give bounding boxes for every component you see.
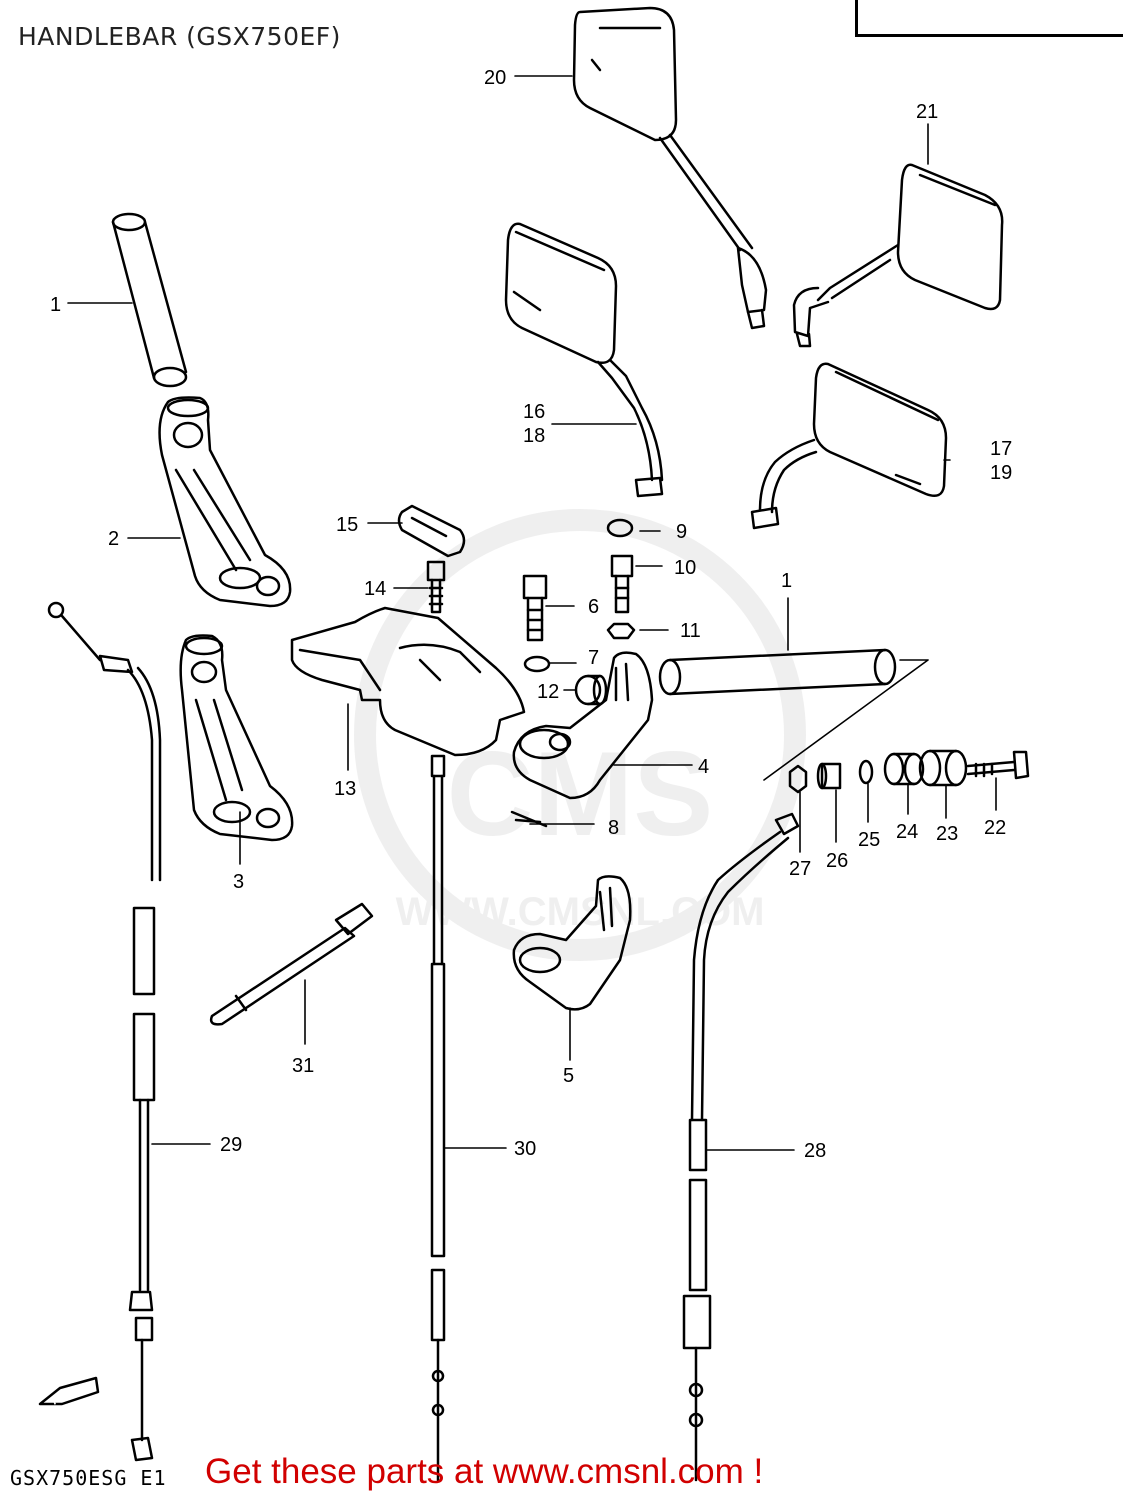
callout-2: 2: [108, 528, 119, 550]
washer-7: [523, 655, 551, 673]
callout-27: 27: [789, 858, 811, 880]
mirror-20: [572, 6, 768, 330]
callout-6: 6: [588, 596, 599, 618]
callout-20: 20: [484, 67, 506, 89]
model-code: GSX750ESG E1: [10, 1466, 167, 1490]
fwd-arrow-icon: [38, 1376, 100, 1406]
callout-19: 19: [990, 462, 1012, 484]
cable-29: [47, 601, 162, 1462]
grip-1-left: [111, 212, 188, 388]
cap-9: [606, 518, 634, 538]
callout-26: 26: [826, 850, 848, 872]
spacer-26: [816, 762, 842, 790]
callout-22: 22: [984, 817, 1006, 839]
promo-link[interactable]: Get these parts at www.cmsnl.com !: [205, 1452, 764, 1491]
bar-end-bolt-22: [966, 750, 1030, 780]
callout-17: 17: [990, 438, 1012, 460]
grip-1-right: [658, 648, 897, 696]
callout-13: 13: [334, 778, 356, 800]
callout-18: 18: [523, 425, 545, 447]
mirror-16-18: [504, 222, 664, 498]
handlebar-arm-5: [512, 875, 632, 1011]
callout-12: 12: [537, 681, 559, 703]
callout-11: 11: [680, 620, 701, 642]
callout-1-right: 1: [781, 570, 792, 592]
strap-31: [209, 902, 374, 1026]
cable-30: [430, 754, 446, 1482]
handlebar-arm-4: [512, 651, 654, 800]
callout-29: 29: [220, 1134, 242, 1156]
leader-lines: [67, 75, 997, 1151]
bushing-12: [574, 674, 608, 706]
emblem-15: [397, 504, 466, 558]
watermark-logo: CMS WWW.CMSNL.COM: [354, 509, 806, 961]
top-bridge-13: [290, 606, 526, 757]
callout-25: 25: [858, 829, 880, 851]
nut-27: [788, 764, 808, 794]
bolt-10: [610, 554, 634, 614]
bar-end-24: [883, 752, 925, 786]
callout-3: 3: [233, 871, 244, 893]
callout-16: 16: [523, 401, 545, 423]
page-title: HANDLEBAR (GSX750EF): [18, 22, 341, 51]
bolt-6: [522, 574, 548, 642]
callout-28: 28: [804, 1140, 826, 1162]
callout-31: 31: [292, 1055, 314, 1077]
callout-15: 15: [336, 514, 358, 536]
callout-10: 10: [674, 557, 696, 579]
mirror-17-19: [750, 362, 948, 530]
callout-5: 5: [563, 1065, 574, 1087]
callout-23: 23: [936, 823, 958, 845]
callout-8: 8: [608, 817, 619, 839]
handlebar-arm-2: [158, 396, 292, 608]
callout-1-left: 1: [50, 294, 61, 316]
callout-24: 24: [896, 821, 918, 843]
watermark-logo-text: CMS: [447, 727, 714, 861]
washer-25: [858, 759, 874, 785]
bolt-14: [426, 560, 446, 614]
handlebar-arm-3: [179, 634, 294, 842]
nut-11: [606, 622, 636, 640]
callout-7: 7: [588, 647, 599, 669]
cable-28: [682, 812, 800, 1482]
callout-9: 9: [676, 521, 687, 543]
bar-end-weight-23: [918, 749, 968, 787]
callout-14: 14: [364, 578, 386, 600]
callout-labels: 20 21 1 16 18 17 19 2 15 9 14 10 6 1 11 …: [50, 67, 1012, 1408]
corner-frame: [855, 0, 1123, 37]
callout-4: 4: [698, 756, 709, 778]
callout-30: 30: [514, 1138, 536, 1160]
callout-21: 21: [916, 101, 938, 123]
mirror-21: [792, 163, 1004, 348]
